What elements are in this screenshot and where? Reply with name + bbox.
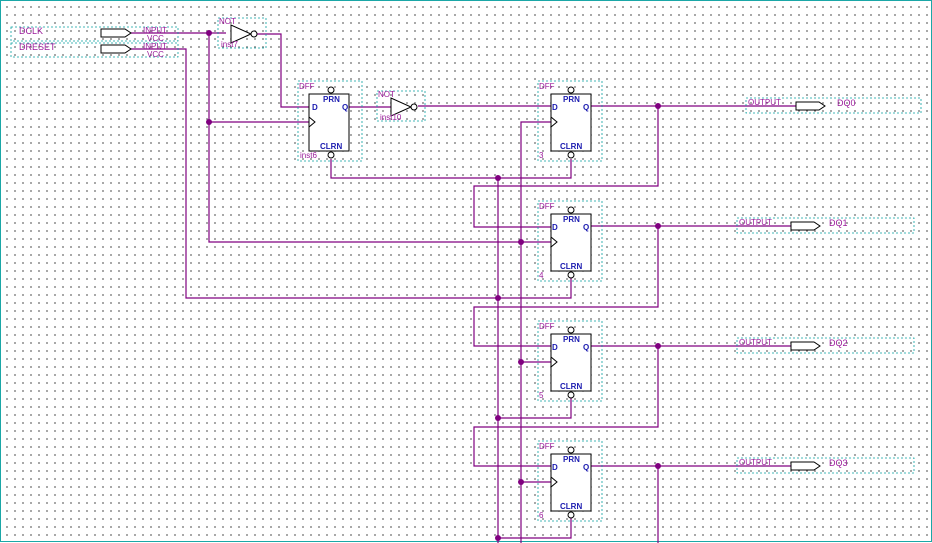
output-dq1-type: OUTPUT [739, 218, 772, 227]
junction [206, 30, 212, 36]
not-gate-inst10[interactable]: NOT inst10 [376, 90, 426, 122]
wire-inst7-out [257, 33, 309, 108]
junction [518, 239, 524, 245]
dff-6-q: Q [583, 463, 589, 472]
dff-4[interactable]: DFF PRN D Q CLRN 4 [537, 200, 603, 282]
junction [518, 479, 524, 485]
output-dq3[interactable]: OUTPUT DQ3 [736, 457, 915, 474]
junction [655, 343, 661, 349]
input-dreset-name: DRESET [19, 42, 56, 52]
not-inst10-instance: inst10 [380, 113, 402, 122]
dff-5-instance: 5 [539, 391, 544, 400]
not-inst7-instance: inst7 [221, 40, 238, 49]
dff-4-clrn: CLRN [560, 262, 582, 271]
dff-6-instance: 6 [539, 511, 544, 520]
not-inst7-type: NOT [219, 17, 236, 26]
dff-4-prn: PRN [563, 215, 580, 224]
input-dclk-vcc: VCC [147, 34, 164, 43]
input-dreset-type: INPUT [143, 42, 167, 51]
output-dq2-type: OUTPUT [739, 338, 772, 347]
output-dq1-name: DQ1 [829, 218, 848, 228]
dff-5-prn: PRN [563, 335, 580, 344]
not-gate-inst7[interactable]: NOT inst7 [217, 17, 267, 49]
dff-6-prn: PRN [563, 455, 580, 464]
wire-dreset [131, 48, 572, 299]
output-dq1[interactable]: OUTPUT DQ1 [736, 217, 915, 234]
not-inst10-type: NOT [378, 90, 395, 99]
junction [518, 359, 524, 365]
wire-ff3-feedback [473, 106, 659, 228]
junction [655, 103, 661, 109]
output-dq3-name: DQ3 [829, 458, 848, 468]
dff-3-d: D [552, 103, 558, 112]
dff-5-d: D [552, 343, 558, 352]
dff-5-q: Q [583, 343, 589, 352]
dff-inst6-prn: PRN [323, 95, 340, 104]
junction [655, 223, 661, 229]
dff-4-d: D [552, 223, 558, 232]
junction [206, 119, 212, 125]
dff-inst6-d: D [312, 103, 318, 112]
dff-5[interactable]: DFF PRN D Q CLRN 5 [537, 320, 603, 402]
dff-4-instance: 4 [539, 271, 544, 280]
dff-inst6-instance: inst6 [300, 151, 317, 160]
dff-3[interactable]: DFF PRN D Q CLRN 3 [537, 80, 603, 162]
output-dq2[interactable]: OUTPUT DQ2 [736, 337, 915, 354]
wire-ff4-feedback [473, 226, 659, 347]
wire-clock-bus [520, 121, 551, 543]
dff-3-prn: PRN [563, 95, 580, 104]
junction [495, 415, 501, 421]
output-dq0[interactable]: OUTPUT DQ0 [745, 97, 922, 114]
junction [495, 535, 501, 541]
dff-5-clrn: CLRN [560, 382, 582, 391]
dff-6-type: DFF [539, 442, 555, 451]
junctions [206, 30, 661, 541]
dff-inst6-type: DFF [299, 82, 315, 91]
dff-6[interactable]: DFF PRN D Q CLRN 6 [537, 440, 603, 522]
dff-5-type: DFF [539, 322, 555, 331]
input-dclk-name: DCLK [19, 26, 43, 36]
wire-ff5-clrn [498, 398, 572, 419]
dff-6-clrn: CLRN [560, 502, 582, 511]
dff-inst6-q: Q [342, 103, 348, 112]
output-dq2-name: DQ2 [829, 338, 848, 348]
output-dq3-type: OUTPUT [739, 458, 772, 467]
input-dreset-vcc: VCC [147, 50, 164, 59]
dff-3-q: Q [583, 103, 589, 112]
dff-4-type: DFF [539, 202, 555, 211]
junction [655, 463, 661, 469]
junction [495, 295, 501, 301]
output-dq0-type: OUTPUT [748, 98, 781, 107]
dff-4-q: Q [583, 223, 589, 232]
dff-3-type: DFF [539, 82, 555, 91]
output-dq0-name: DQ0 [837, 98, 856, 108]
dff-3-clrn: CLRN [560, 142, 582, 151]
junction [495, 175, 501, 181]
wires [131, 32, 796, 543]
dff-inst6-clrn: CLRN [320, 142, 342, 151]
dff-6-d: D [552, 463, 558, 472]
wire-inst6-clrn [330, 159, 572, 179]
input-dreset[interactable]: DRESET INPUT VCC [10, 42, 179, 59]
wire-ff6-clrn [498, 518, 572, 539]
dff-inst6[interactable]: DFF PRN D Q CLRN inst6 [297, 80, 363, 162]
dff-3-instance: 3 [539, 151, 544, 160]
input-dclk[interactable]: DCLK INPUT VCC [10, 26, 179, 43]
wire-ff5-feedback [473, 346, 659, 467]
wire-clk-bus [208, 33, 521, 243]
input-dclk-type: INPUT [143, 26, 167, 35]
